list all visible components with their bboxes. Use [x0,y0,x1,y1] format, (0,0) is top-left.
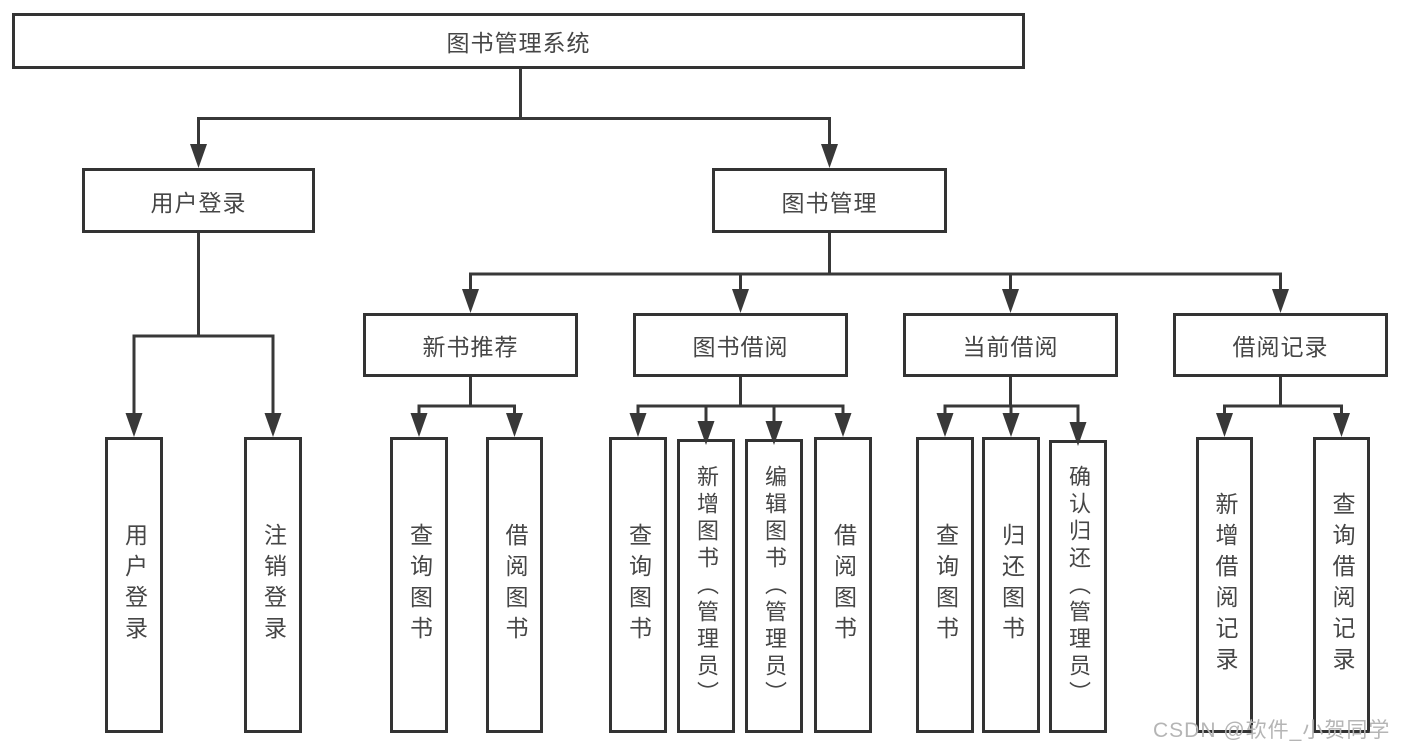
leaf-borrow-borrow-books: 借阅图书 [814,437,872,733]
leaf-records-add-record: 新增借阅记录 [1196,437,1253,733]
leaf-user-login: 用户登录 [105,437,163,733]
leaf-borrow-query-books: 查询图书 [609,437,667,733]
leaf-newrec-borrow-books: 借阅图书 [486,437,543,733]
leaf-current-query-books: 查询图书 [916,437,974,733]
csdn-watermark: CSDN @软件_小贺同学 [1153,719,1391,742]
leaf-current-return-books: 归还图书 [982,437,1040,733]
node-book-borrow: 图书借阅 [633,313,848,377]
leaf-newrec-query-books: 查询图书 [390,437,448,733]
node-borrow-records: 借阅记录 [1173,313,1388,377]
leaf-current-confirm-return-admin: 确认归还（管理员） [1049,440,1107,733]
leaf-records-query-record: 查询借阅记录 [1313,437,1370,733]
leaf-logout-login: 注销登录 [244,437,302,733]
node-current-borrow: 当前借阅 [903,313,1118,377]
node-library-management-system: 图书管理系统 [12,13,1025,69]
node-user-login: 用户登录 [82,168,315,233]
leaf-borrow-add-books-admin: 新增图书（管理员） [677,439,735,733]
leaf-borrow-edit-books-admin: 编辑图书（管理员） [745,439,803,733]
node-book-management: 图书管理 [712,168,947,233]
node-new-book-recommend: 新书推荐 [363,313,578,377]
